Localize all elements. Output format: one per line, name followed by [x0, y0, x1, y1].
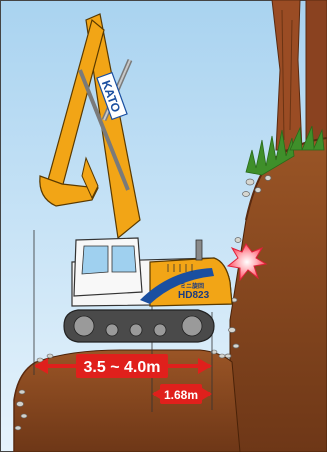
dimension-long-label: 3.5 ~ 4.0m: [84, 359, 161, 376]
dimension-short-label: 1.68m: [164, 388, 198, 402]
cab-window-side: [112, 246, 136, 272]
model-label: HD823: [178, 290, 210, 301]
exhaust-pipe: [196, 240, 202, 260]
cab-window-front: [82, 246, 108, 274]
model-small-label: ミニ旋回: [180, 282, 204, 290]
